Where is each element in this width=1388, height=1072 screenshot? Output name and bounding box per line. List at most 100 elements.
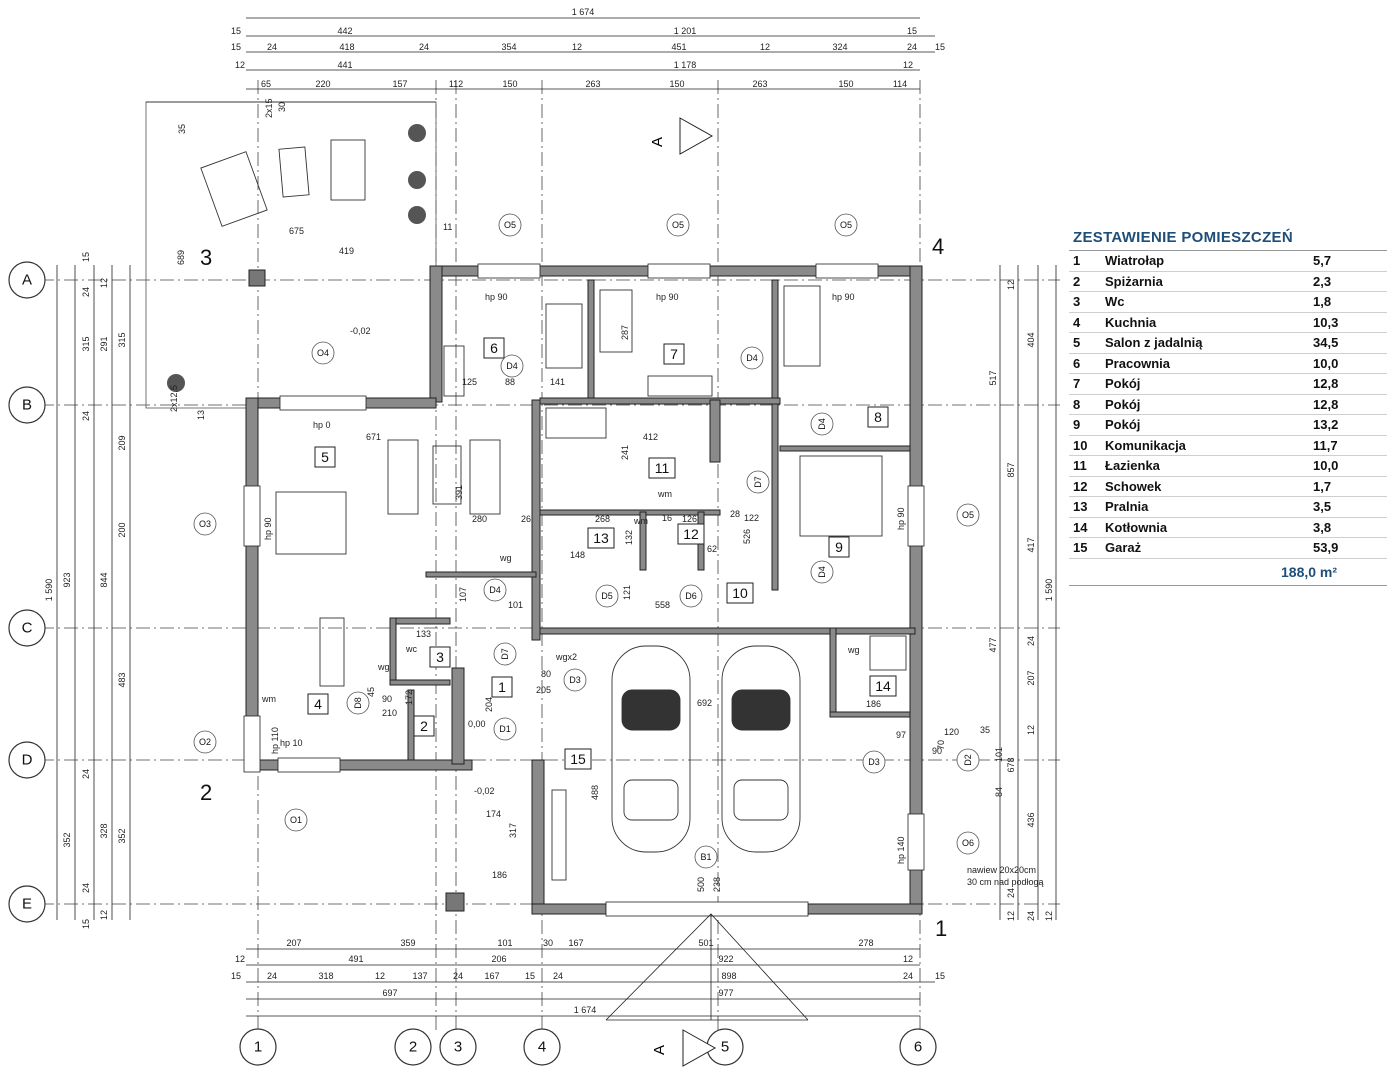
- svg-text:148: 148: [570, 550, 585, 560]
- terrace: [145, 101, 437, 409]
- svg-text:352: 352: [117, 828, 127, 843]
- svg-text:2x12,5: 2x12,5: [169, 385, 179, 412]
- corner-label-3: 3: [200, 245, 212, 270]
- furniture: [275, 285, 907, 881]
- svg-text:24: 24: [267, 42, 277, 52]
- right-dimension-chains: 1 590 404 857 678 436 517 417 477 207 12…: [988, 265, 1057, 921]
- svg-text:A: A: [651, 1045, 668, 1055]
- svg-text:hp 10: hp 10: [280, 738, 303, 748]
- svg-text:65: 65: [261, 79, 271, 89]
- svg-text:263: 263: [585, 79, 600, 89]
- svg-text:418: 418: [339, 42, 354, 52]
- door-D8-label: D8: [353, 697, 363, 709]
- svg-text:24: 24: [1006, 888, 1016, 898]
- svg-text:hp 90: hp 90: [656, 292, 679, 302]
- door-D4-label: D4: [746, 353, 758, 363]
- svg-text:126: 126: [682, 514, 697, 524]
- svg-text:692: 692: [697, 698, 712, 708]
- garage-driveway: [605, 913, 809, 1021]
- window-O3-label: O3: [199, 519, 211, 529]
- svg-text:558: 558: [655, 600, 670, 610]
- svg-text:315: 315: [81, 336, 91, 351]
- room-8-label: 8: [874, 409, 882, 425]
- svg-text:112: 112: [449, 79, 463, 89]
- door-D1-label: D1: [499, 724, 511, 734]
- svg-text:412: 412: [643, 432, 658, 442]
- vent-note: nawiew 20x20cm 30 cm nad podłogą: [967, 865, 1044, 887]
- schedule-title: ZESTAWIENIE POMIESZCZEŃ: [1069, 227, 1387, 251]
- svg-text:150: 150: [502, 79, 517, 89]
- svg-text:1 178: 1 178: [674, 60, 697, 70]
- svg-text:167: 167: [484, 971, 499, 981]
- svg-text:114: 114: [893, 79, 907, 89]
- svg-text:157: 157: [392, 79, 407, 89]
- car-icon: [721, 645, 801, 853]
- svg-text:45: 45: [366, 687, 376, 697]
- svg-text:150: 150: [838, 79, 853, 89]
- svg-text:107: 107: [458, 587, 468, 602]
- left-dimension-chains: 1 590 923 352 315 291 844 328 315 209 20…: [44, 252, 131, 929]
- axis-label-A: A: [22, 272, 32, 289]
- svg-text:1 590: 1 590: [44, 579, 54, 602]
- svg-text:12: 12: [99, 278, 109, 288]
- svg-text:898: 898: [721, 971, 736, 981]
- svg-text:28: 28: [730, 509, 740, 519]
- svg-text:70: 70: [936, 740, 946, 750]
- section-mark-bottom: A: [651, 1029, 717, 1067]
- svg-text:167: 167: [568, 938, 583, 948]
- door-D3-label: D3: [569, 675, 581, 685]
- room-14-label: 14: [875, 678, 891, 694]
- svg-text:697: 697: [382, 988, 397, 998]
- svg-text:0,00: 0,00: [468, 719, 486, 729]
- svg-text:857: 857: [1006, 462, 1016, 477]
- svg-text:354: 354: [501, 42, 516, 52]
- door-D7-label: D7: [753, 476, 763, 488]
- svg-text:125: 125: [462, 377, 477, 387]
- svg-text:hp 110: hp 110: [270, 727, 280, 754]
- svg-text:90: 90: [932, 746, 942, 756]
- svg-text:122: 122: [744, 513, 759, 523]
- walls: [243, 263, 925, 917]
- svg-text:24: 24: [81, 411, 91, 421]
- window-O5-label: O5: [672, 220, 684, 230]
- row-axis-bubbles-left: A B C D E: [8, 261, 46, 923]
- svg-text:hp 90: hp 90: [832, 292, 855, 302]
- svg-text:15: 15: [935, 971, 945, 981]
- axis-grid: [40, 80, 1060, 1030]
- svg-text:24: 24: [553, 971, 563, 981]
- room-4-label: 4: [314, 696, 322, 712]
- svg-text:24: 24: [81, 883, 91, 893]
- svg-text:186: 186: [866, 699, 881, 709]
- svg-text:318: 318: [318, 971, 333, 981]
- svg-text:132: 132: [624, 530, 634, 545]
- axis-label-D: D: [22, 752, 33, 769]
- svg-text:24: 24: [81, 287, 91, 297]
- floor-plan-drawing: A B C D E C D E 1 2 3 4 5 6 3 4 2 1 A: [8, 7, 1060, 1067]
- column-axis-bubbles: 1 2 3 4 5 6: [239, 1028, 937, 1066]
- room-3-label: 3: [436, 649, 444, 665]
- svg-text:30: 30: [277, 102, 287, 112]
- svg-text:hp 140: hp 140: [896, 836, 906, 864]
- svg-text:24: 24: [81, 769, 91, 779]
- room-11-label: 11: [655, 460, 670, 476]
- svg-text:922: 922: [718, 954, 733, 964]
- axis-label-6: 6: [914, 1039, 922, 1056]
- svg-text:186: 186: [492, 870, 507, 880]
- svg-text:2x15: 2x15: [264, 98, 274, 118]
- door-D4-label: D4: [817, 418, 827, 430]
- svg-text:172: 172: [404, 690, 414, 705]
- svg-text:315: 315: [117, 332, 127, 347]
- door-D7-label: D7: [500, 648, 510, 660]
- axis-label-1: 1: [254, 1039, 262, 1056]
- svg-text:352: 352: [62, 832, 72, 847]
- corner-label-2: 2: [200, 780, 212, 805]
- svg-text:wm: wm: [633, 516, 648, 526]
- door-D3-label: D3: [868, 757, 880, 767]
- svg-text:200: 200: [117, 522, 127, 537]
- svg-text:15: 15: [231, 42, 241, 52]
